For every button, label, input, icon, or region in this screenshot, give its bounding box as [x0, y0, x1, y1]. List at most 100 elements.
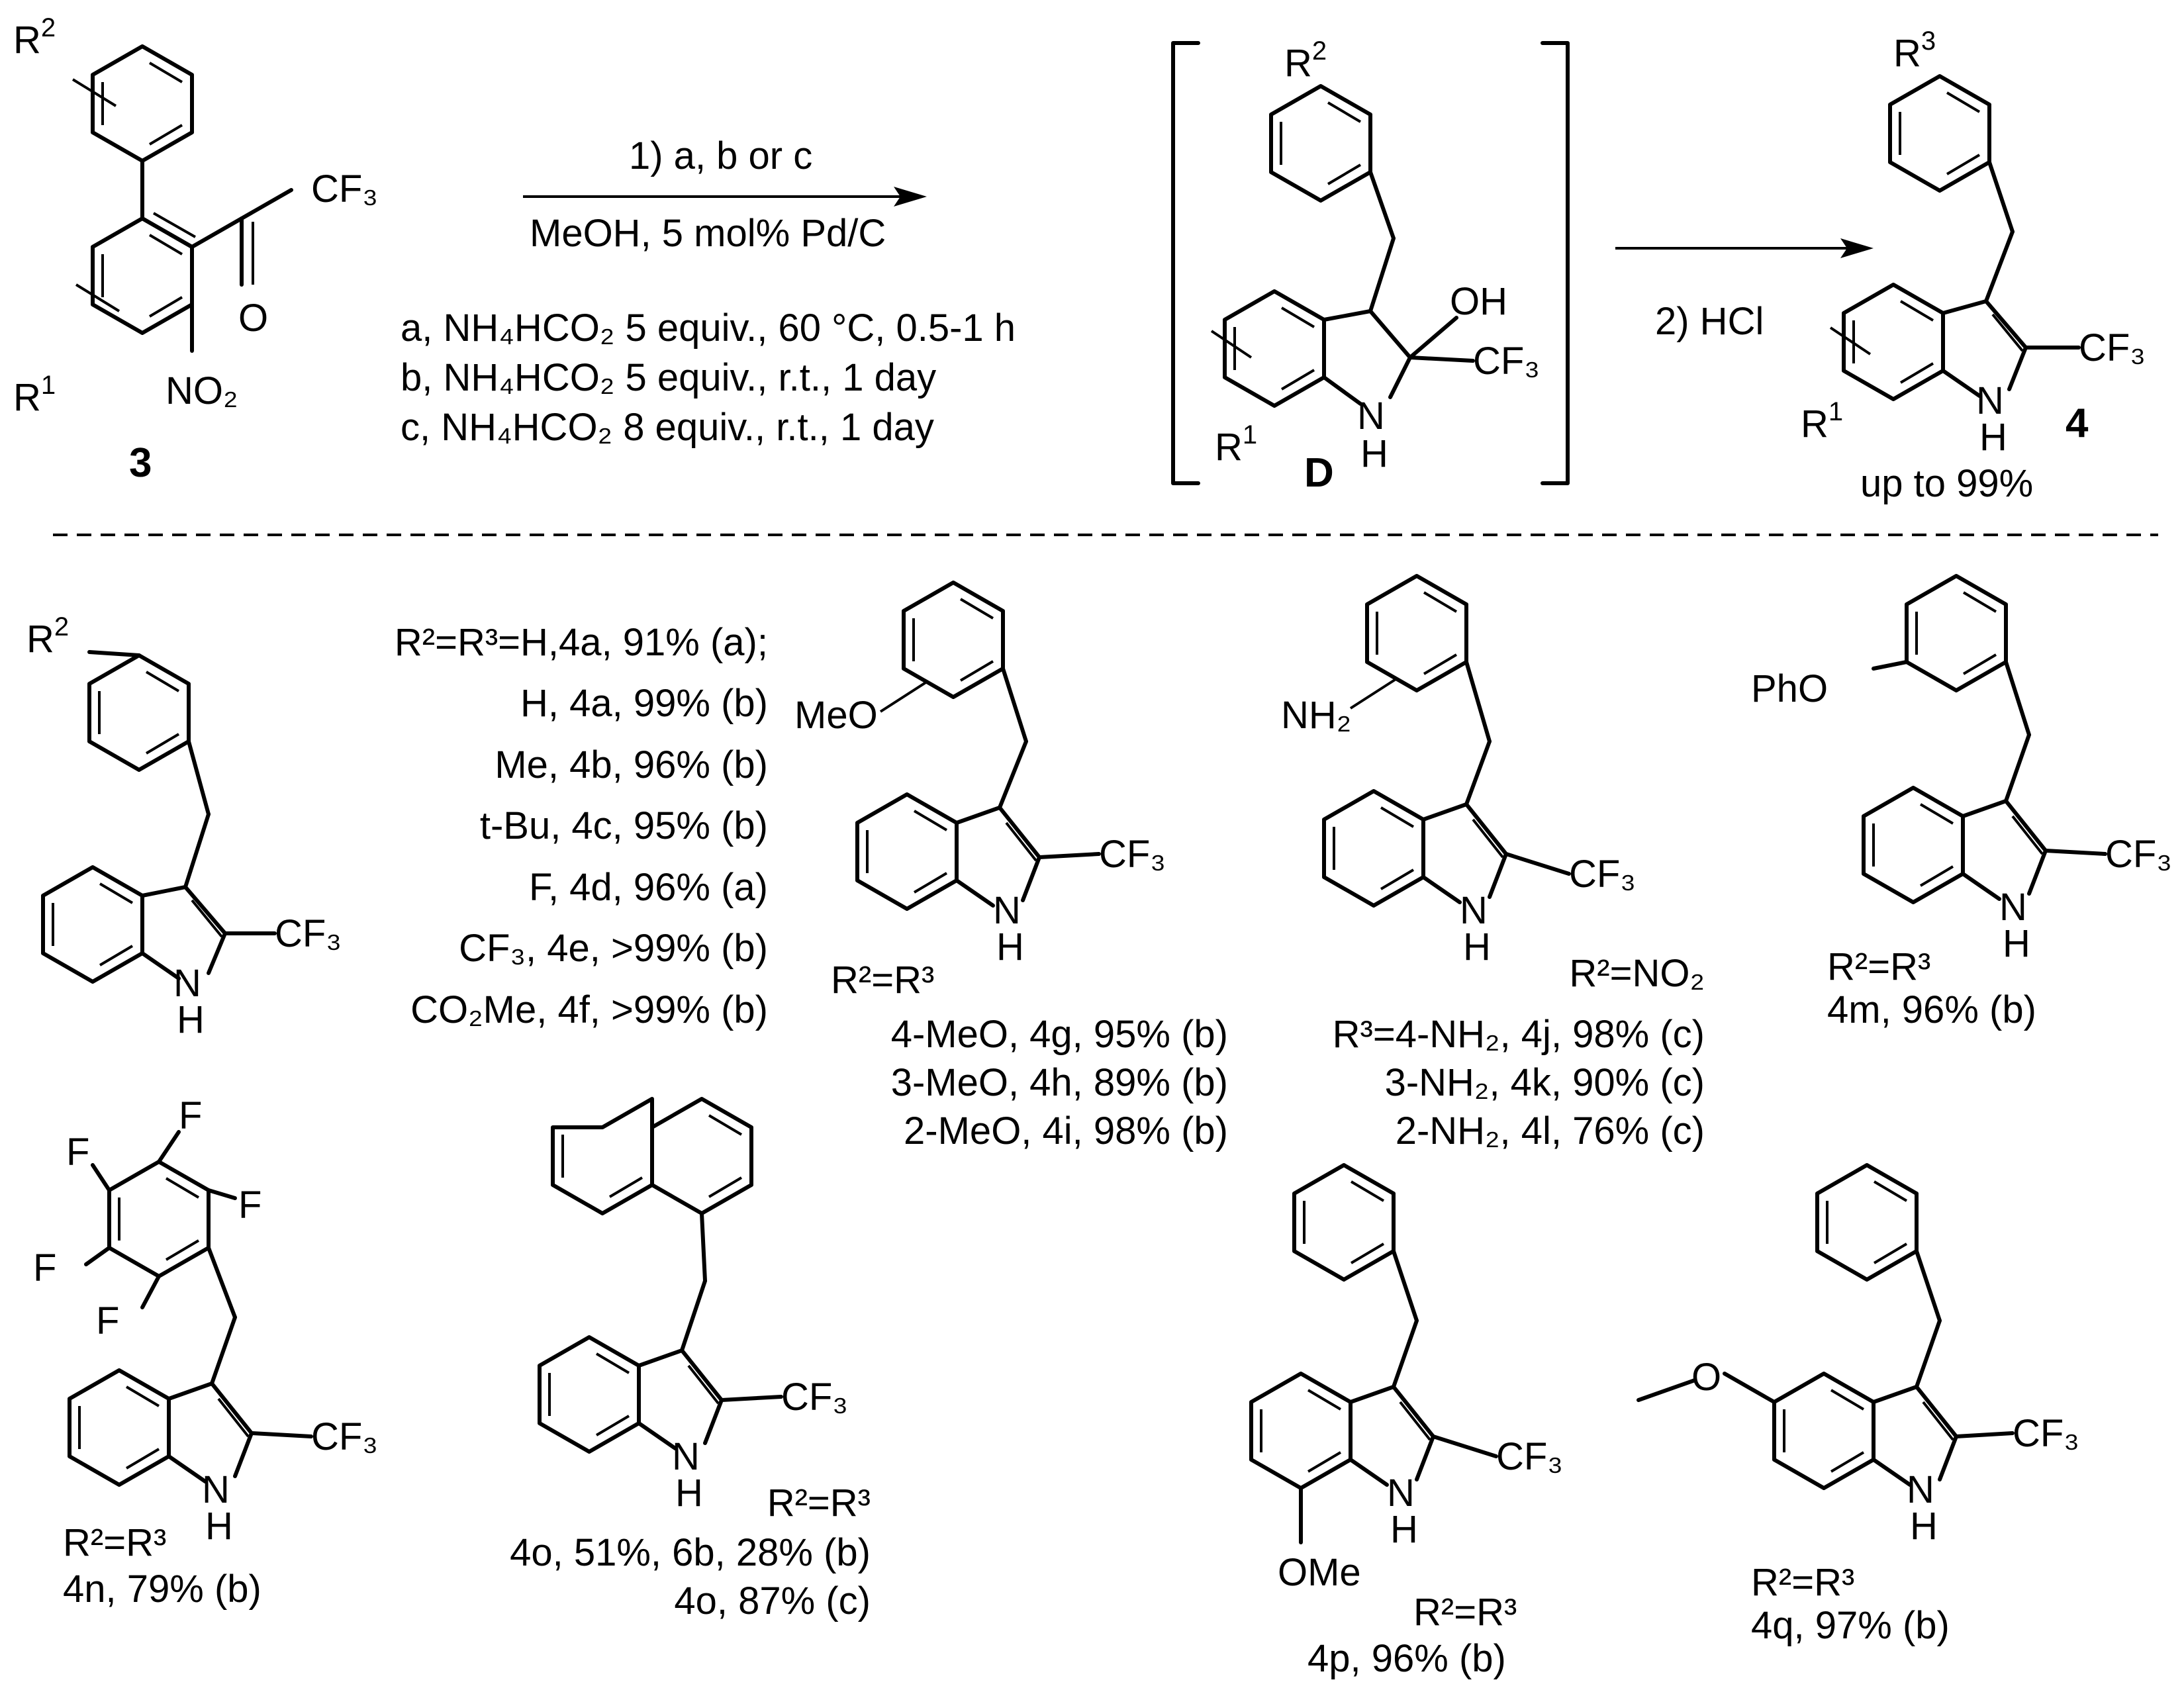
4q-n-label: N: [1907, 1468, 1934, 1511]
4m-result: 4m, 96% (b): [1827, 988, 2036, 1031]
product-r1-label: R1: [1801, 397, 1843, 446]
4p-result: 4p, 96% (b): [1307, 1637, 1506, 1680]
4g-n-label: N: [993, 889, 1021, 932]
4n-f5: F: [96, 1299, 119, 1342]
4n-result: 4n, 79% (b): [63, 1568, 261, 1611]
4o-cf3-label: CF₃: [781, 1376, 848, 1419]
4q-result: 4q, 97% (b): [1751, 1604, 1950, 1647]
solvent-text: MeOH, 5 mol% Pd/C: [530, 212, 886, 255]
4m-cf3-label: CF₃: [2105, 833, 2172, 876]
product-h-label: H: [1979, 416, 2007, 459]
D-cf3-label: CF₃: [1473, 340, 1540, 383]
D-label: D: [1304, 450, 1334, 496]
4h-row: 3-MeO, 4h, 89% (b): [891, 1061, 1228, 1104]
4g-h-label: H: [996, 925, 1024, 968]
4a-h-label: H: [177, 998, 205, 1041]
4m-n-label: N: [1999, 886, 2027, 929]
D-h-label: H: [1360, 432, 1388, 475]
4l-row: 2-NH₂, 4l, 76% (c): [1396, 1109, 1705, 1152]
structure-4n: [68, 1130, 313, 1487]
4a-cf3-label: CF₃: [275, 912, 342, 955]
step1-text: 1) a, b or c: [629, 134, 812, 177]
no2-label: NO₂: [166, 369, 238, 412]
4j-h-label: H: [1463, 925, 1491, 968]
4o-h-label: H: [675, 1472, 703, 1515]
step2-text: 2) HCl: [1655, 300, 1764, 343]
4g-cf3-label: CF₃: [1099, 833, 1166, 876]
condition-a: a, NH₄HCO₂ 5 equiv., 60 °C, 0.5-1 h: [401, 306, 1016, 350]
series-4d-row: F, 4d, 96% (a): [529, 866, 768, 909]
4m-cond: R²=R³: [1827, 945, 1930, 988]
4n-cond: R²=R³: [63, 1521, 166, 1564]
bracket-right: [1541, 41, 1570, 485]
product-cf3-label: CF₃: [2079, 326, 2146, 369]
4q-h-label: H: [1910, 1505, 1938, 1548]
4a-r2-label: R2: [26, 612, 69, 661]
4g-meo-label: MeO: [794, 694, 878, 737]
4q-cf3-label: CF₃: [2013, 1412, 2079, 1455]
structure-4p: [1249, 1163, 1498, 1544]
4j-n-label: N: [1460, 889, 1488, 932]
4p-cond: R²=R³: [1413, 1591, 1517, 1634]
table-4a-4f: R²=R³=H,4a, 91% (a); H, 4a, 99% (b) Me, …: [395, 621, 768, 1031]
4o-n-label: N: [672, 1435, 700, 1478]
condition-c: c, NH₄HCO₂ 8 equiv., r.t., 1 day: [401, 406, 934, 449]
structure-4o: [538, 1097, 783, 1454]
4p-h-label: H: [1390, 1508, 1418, 1551]
4j-cf3-label: CF₃: [1569, 853, 1636, 896]
r2-label: R2: [13, 13, 56, 62]
compound-3-label: 3: [129, 440, 152, 486]
4p-n-label: N: [1387, 1472, 1415, 1515]
series-4f-row: CO₂Me, 4f, >99% (b): [410, 988, 768, 1031]
4j-nh2-label: NH₂: [1281, 694, 1351, 737]
r1-label: R1: [13, 371, 56, 419]
4q-o-label: O: [1691, 1356, 1721, 1399]
4k-row: 3-NH₂, 4k, 90% (c): [1385, 1061, 1705, 1104]
4o-result-2: 4o, 87% (c): [674, 1579, 871, 1622]
product-4: [1829, 74, 2081, 401]
4a-n-label: N: [173, 962, 201, 1005]
structure-4q: [1637, 1163, 2015, 1490]
4j-cond: R²=NO₂: [1569, 952, 1705, 995]
D-r1-label: R1: [1215, 420, 1257, 469]
4n-h-label: H: [205, 1505, 233, 1548]
product-4-label: 4: [2065, 400, 2089, 446]
starting-material-3: [71, 44, 293, 353]
condition-b: b, NH₄HCO₂ 5 equiv., r.t., 1 day: [401, 356, 936, 399]
cf3-label: CF₃: [311, 167, 378, 211]
product-n-label: N: [1976, 379, 2004, 422]
4j-row: R³=4-NH₂, 4j, 98% (c): [1333, 1013, 1705, 1056]
4n-f3: F: [238, 1184, 261, 1227]
4n-cf3-label: CF₃: [311, 1415, 378, 1458]
4n-n-label: N: [202, 1468, 230, 1511]
4p-ome-label: OMe: [1278, 1551, 1361, 1594]
series-4a-row: H, 4a, 99% (b): [520, 682, 768, 725]
4m-h-label: H: [2003, 922, 2030, 965]
4n-f4: F: [33, 1246, 56, 1290]
bracket-left: [1171, 41, 1200, 485]
series-4e-row: CF₃, 4e, >99% (b): [459, 927, 768, 970]
product-r3-label: R3: [1893, 26, 1936, 75]
series-4b-row: Me, 4b, 96% (b): [495, 743, 768, 786]
4g-cond: R²=R³: [831, 959, 934, 1002]
D-oh-label: OH: [1450, 280, 1507, 323]
structure-4j-4l: [1322, 574, 1571, 908]
arrowhead-1: [894, 187, 927, 207]
structure-4m: [1862, 574, 2107, 904]
D-r2-label: R2: [1284, 36, 1327, 85]
product-yield: up to 99%: [1860, 462, 2033, 505]
4p-cf3-label: CF₃: [1496, 1435, 1563, 1478]
4o-cond: R²=R³: [767, 1481, 871, 1525]
intermediate-D: [1210, 84, 1475, 408]
structure-4g-4i: [855, 581, 1101, 911]
4i-row: 2-MeO, 4i, 98% (b): [904, 1109, 1228, 1152]
o-label: O: [238, 297, 268, 340]
4g-row: 4-MeO, 4g, 95% (b): [891, 1013, 1228, 1056]
4n-f2: F: [179, 1094, 202, 1137]
4m-pho-label: PhO: [1751, 667, 1828, 710]
series-4c-row: t-Bu, 4c, 95% (b): [480, 804, 768, 847]
arrowhead-2: [1840, 238, 1874, 258]
structure-4a-4f: [41, 650, 277, 984]
series-4a-header: R²=R³=H,4a, 91% (a);: [395, 621, 768, 664]
